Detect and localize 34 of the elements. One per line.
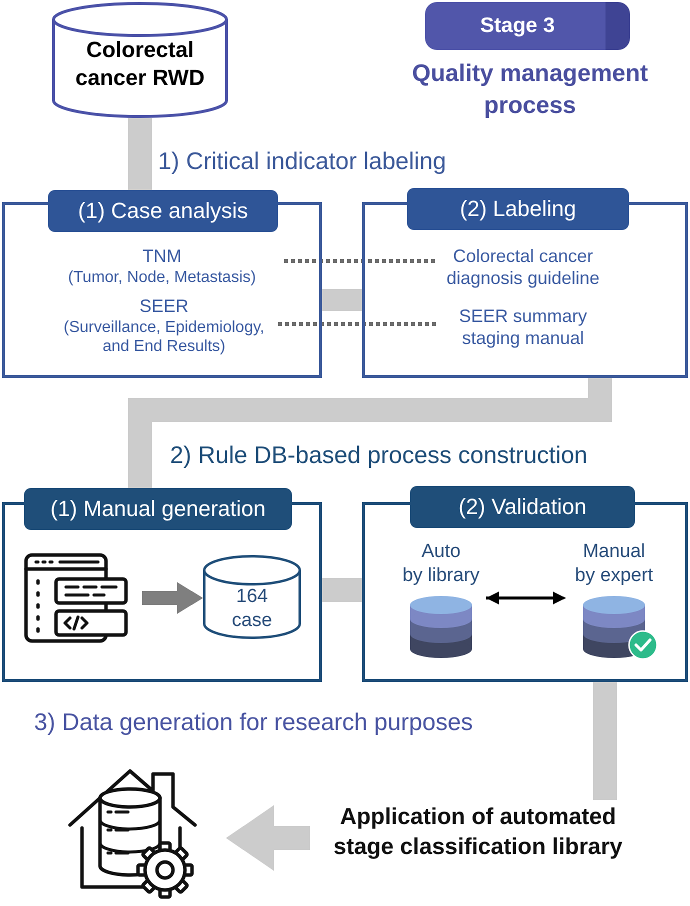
reference-subtext: (Surveillance, Epidemiology, and End Results)	[62, 318, 266, 356]
stage-badge: Stage 3	[425, 2, 630, 50]
step-heading: 2) Rule DB-based process construction	[170, 441, 589, 471]
panel-heading: (2) Labeling	[407, 188, 629, 230]
database-label: by library	[401, 564, 481, 588]
arrow	[142, 582, 203, 614]
database-label: Auto	[420, 540, 462, 564]
connector-bar	[128, 118, 152, 190]
reference-text: SEER	[138, 296, 190, 318]
panel-heading: (1) Case analysis	[48, 190, 278, 232]
dotted-connector	[284, 259, 436, 263]
reference-text: Colorectal cancer diagnosis guideline	[445, 246, 601, 290]
database-label: by expert	[574, 564, 654, 588]
cylinder-label: Colorectal cancer RWD	[74, 36, 206, 91]
database-cylinder	[52, 2, 228, 118]
connector-bar	[322, 578, 362, 602]
reference-text: SEER summary staging manual	[458, 306, 588, 350]
connector-bar	[322, 289, 362, 311]
dotted-connector	[278, 322, 436, 326]
process-panel	[2, 488, 322, 682]
cylinder-label: 164 case	[230, 585, 274, 632]
process-panel	[362, 486, 688, 682]
process-panel	[2, 190, 322, 378]
database-label: Manual	[582, 540, 646, 564]
step-heading: 1) Critical indicator labeling	[158, 147, 448, 177]
reference-text: TNM	[142, 246, 182, 268]
panel-heading: (1) Manual generation	[24, 488, 292, 530]
stage-title: Quality management process	[410, 59, 650, 122]
panel-heading: (2) Validation	[410, 486, 635, 528]
step-heading: 3) Data generation for research purposes	[34, 708, 474, 738]
reference-subtext: (Tumor, Node, Metastasis)	[67, 268, 257, 287]
process-panel	[362, 188, 688, 378]
database-cylinder	[203, 555, 301, 639]
arrow	[486, 592, 566, 604]
